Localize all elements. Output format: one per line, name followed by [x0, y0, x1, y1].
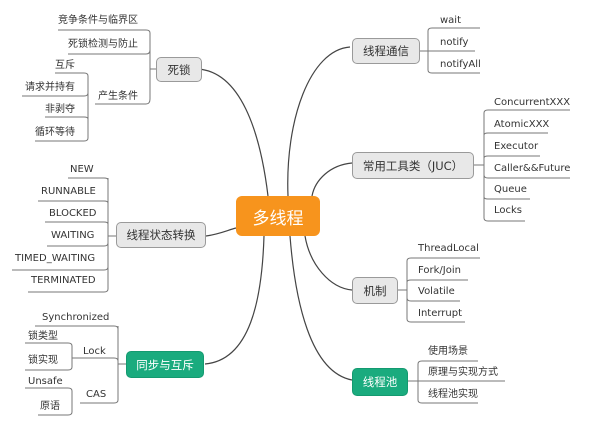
- leaf-juc: ConcurrentXXX: [494, 97, 571, 108]
- leaf-synchronized: Synchronized: [42, 312, 110, 323]
- leaf-primitive: 原语: [40, 401, 60, 412]
- branch-thread-comm[interactable]: 线程通信: [352, 38, 420, 64]
- leaf-state: NEW: [70, 164, 94, 175]
- branch-deadlock[interactable]: 死锁: [156, 57, 202, 82]
- branch-mechanism[interactable]: 机制: [352, 277, 398, 304]
- leaf-notifyall: notifyAll: [440, 59, 481, 70]
- leaf-race-condition: 竞争条件与临界区: [58, 15, 138, 26]
- leaf-juc: Queue: [494, 184, 527, 195]
- leaf-circular-wait: 循环等待: [35, 127, 75, 138]
- leaf-juc: Locks: [494, 205, 523, 216]
- leaf-pool: 原理与实现方式: [428, 367, 498, 378]
- branch-thread-pool[interactable]: 线程池: [352, 368, 408, 396]
- branch-sync-mutex[interactable]: 同步与互斥: [126, 351, 204, 378]
- leaf-state: BLOCKED: [49, 208, 97, 219]
- leaf-state: RUNNABLE: [41, 186, 96, 197]
- leaf-wait: wait: [440, 15, 462, 26]
- subbranch-lock[interactable]: Lock: [83, 346, 106, 357]
- branch-juc[interactable]: 常用工具类（JUC）: [352, 152, 474, 179]
- leaf-unsafe: Unsafe: [28, 376, 63, 387]
- leaf-juc: Executor: [494, 141, 539, 152]
- leaf-hold-and-wait: 请求并持有: [25, 82, 75, 93]
- leaf-lock-type: 锁类型: [28, 331, 58, 342]
- leaf-state: WAITING: [51, 230, 95, 241]
- branch-thread-states[interactable]: 线程状态转换: [116, 222, 206, 248]
- root-node[interactable]: 多线程: [236, 196, 320, 236]
- leaf-pool: 使用场景: [428, 346, 468, 357]
- leaf-mechanism: Fork/Join: [418, 265, 461, 276]
- leaf-juc: Caller&&Future: [494, 163, 571, 174]
- subbranch-cas[interactable]: CAS: [86, 389, 107, 400]
- leaf-mechanism: ThreadLocal: [418, 243, 479, 254]
- leaf-state: TERMINATED: [31, 275, 96, 286]
- leaf-deadlock-detection: 死锁检测与防止: [68, 39, 138, 50]
- leaf-mutex: 互斥: [55, 60, 75, 71]
- leaf-no-preemption: 非剥夺: [45, 104, 75, 115]
- subbranch-conditions[interactable]: 产生条件: [98, 91, 138, 102]
- leaf-state: TIMED_WAITING: [15, 253, 96, 264]
- leaf-lock-impl: 锁实现: [28, 355, 58, 366]
- leaf-juc: AtomicXXX: [494, 119, 550, 130]
- leaf-mechanism: Interrupt: [418, 308, 463, 319]
- leaf-pool: 线程池实现: [428, 389, 478, 400]
- leaf-notify: notify: [440, 37, 469, 48]
- leaf-mechanism: Volatile: [418, 286, 455, 297]
